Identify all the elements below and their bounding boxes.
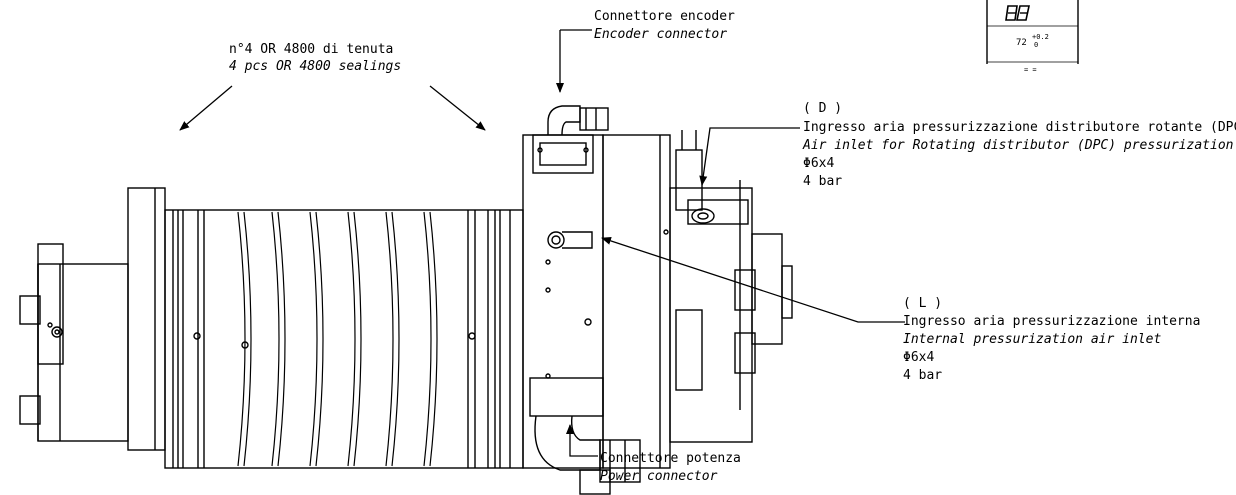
rear-cover — [19, 243, 129, 442]
detail-dimension: 72 — [1016, 38, 1027, 48]
power-connector-label-it: Connettore potenza — [600, 451, 741, 466]
encoder-connector-label-en: Encoder connector — [594, 27, 728, 42]
inlet-l-label-en: Internal pressurization air inlet — [903, 332, 1162, 347]
inlet-d-code: ( D ) — [803, 101, 843, 116]
encoder-connector-label-it: Connettore encoder — [594, 9, 735, 24]
cooling-spiral — [237, 211, 438, 467]
detail-view — [986, 0, 1079, 64]
detail-tolerance-upper: +0.2 — [1032, 33, 1049, 41]
d-leader — [699, 127, 800, 186]
sealing-label-it: n°4 OR 4800 di tenuta — [229, 42, 394, 57]
inlet-l-label-it: Ingresso aria pressurizzazione interna — [903, 314, 1201, 329]
inlet-d-label-en: Air inlet for Rotating distributor (DPC)… — [803, 138, 1234, 153]
sealing-label-en: 4 pcs OR 4800 sealings — [229, 59, 402, 74]
sealing-arrow-left — [179, 85, 233, 131]
housing-body — [164, 209, 524, 469]
inlet-d-tube-size: Φ6x4 — [803, 156, 835, 171]
rotating-distributor — [669, 130, 793, 443]
flange — [127, 187, 166, 451]
front-housing — [522, 134, 671, 469]
inlet-d-pressure: 4 bar — [803, 174, 843, 189]
l-leader — [601, 237, 905, 323]
inlet-l-code: ( L ) — [903, 296, 943, 311]
sealing-arrow-right — [429, 85, 486, 131]
detail-tolerance-lower: 0 — [1034, 41, 1039, 49]
power-leader — [566, 424, 598, 457]
inlet-d-label-it: Ingresso aria pressurizzazione distribut… — [803, 120, 1236, 135]
power-connector-label-en: Power connector — [600, 469, 718, 484]
encoder-connector-shape — [532, 105, 609, 174]
detail-symmetry: = = — [1024, 66, 1037, 74]
inlet-l-tube-size: Φ6x4 — [903, 350, 935, 365]
inlet-l-pressure: 4 bar — [903, 368, 943, 383]
